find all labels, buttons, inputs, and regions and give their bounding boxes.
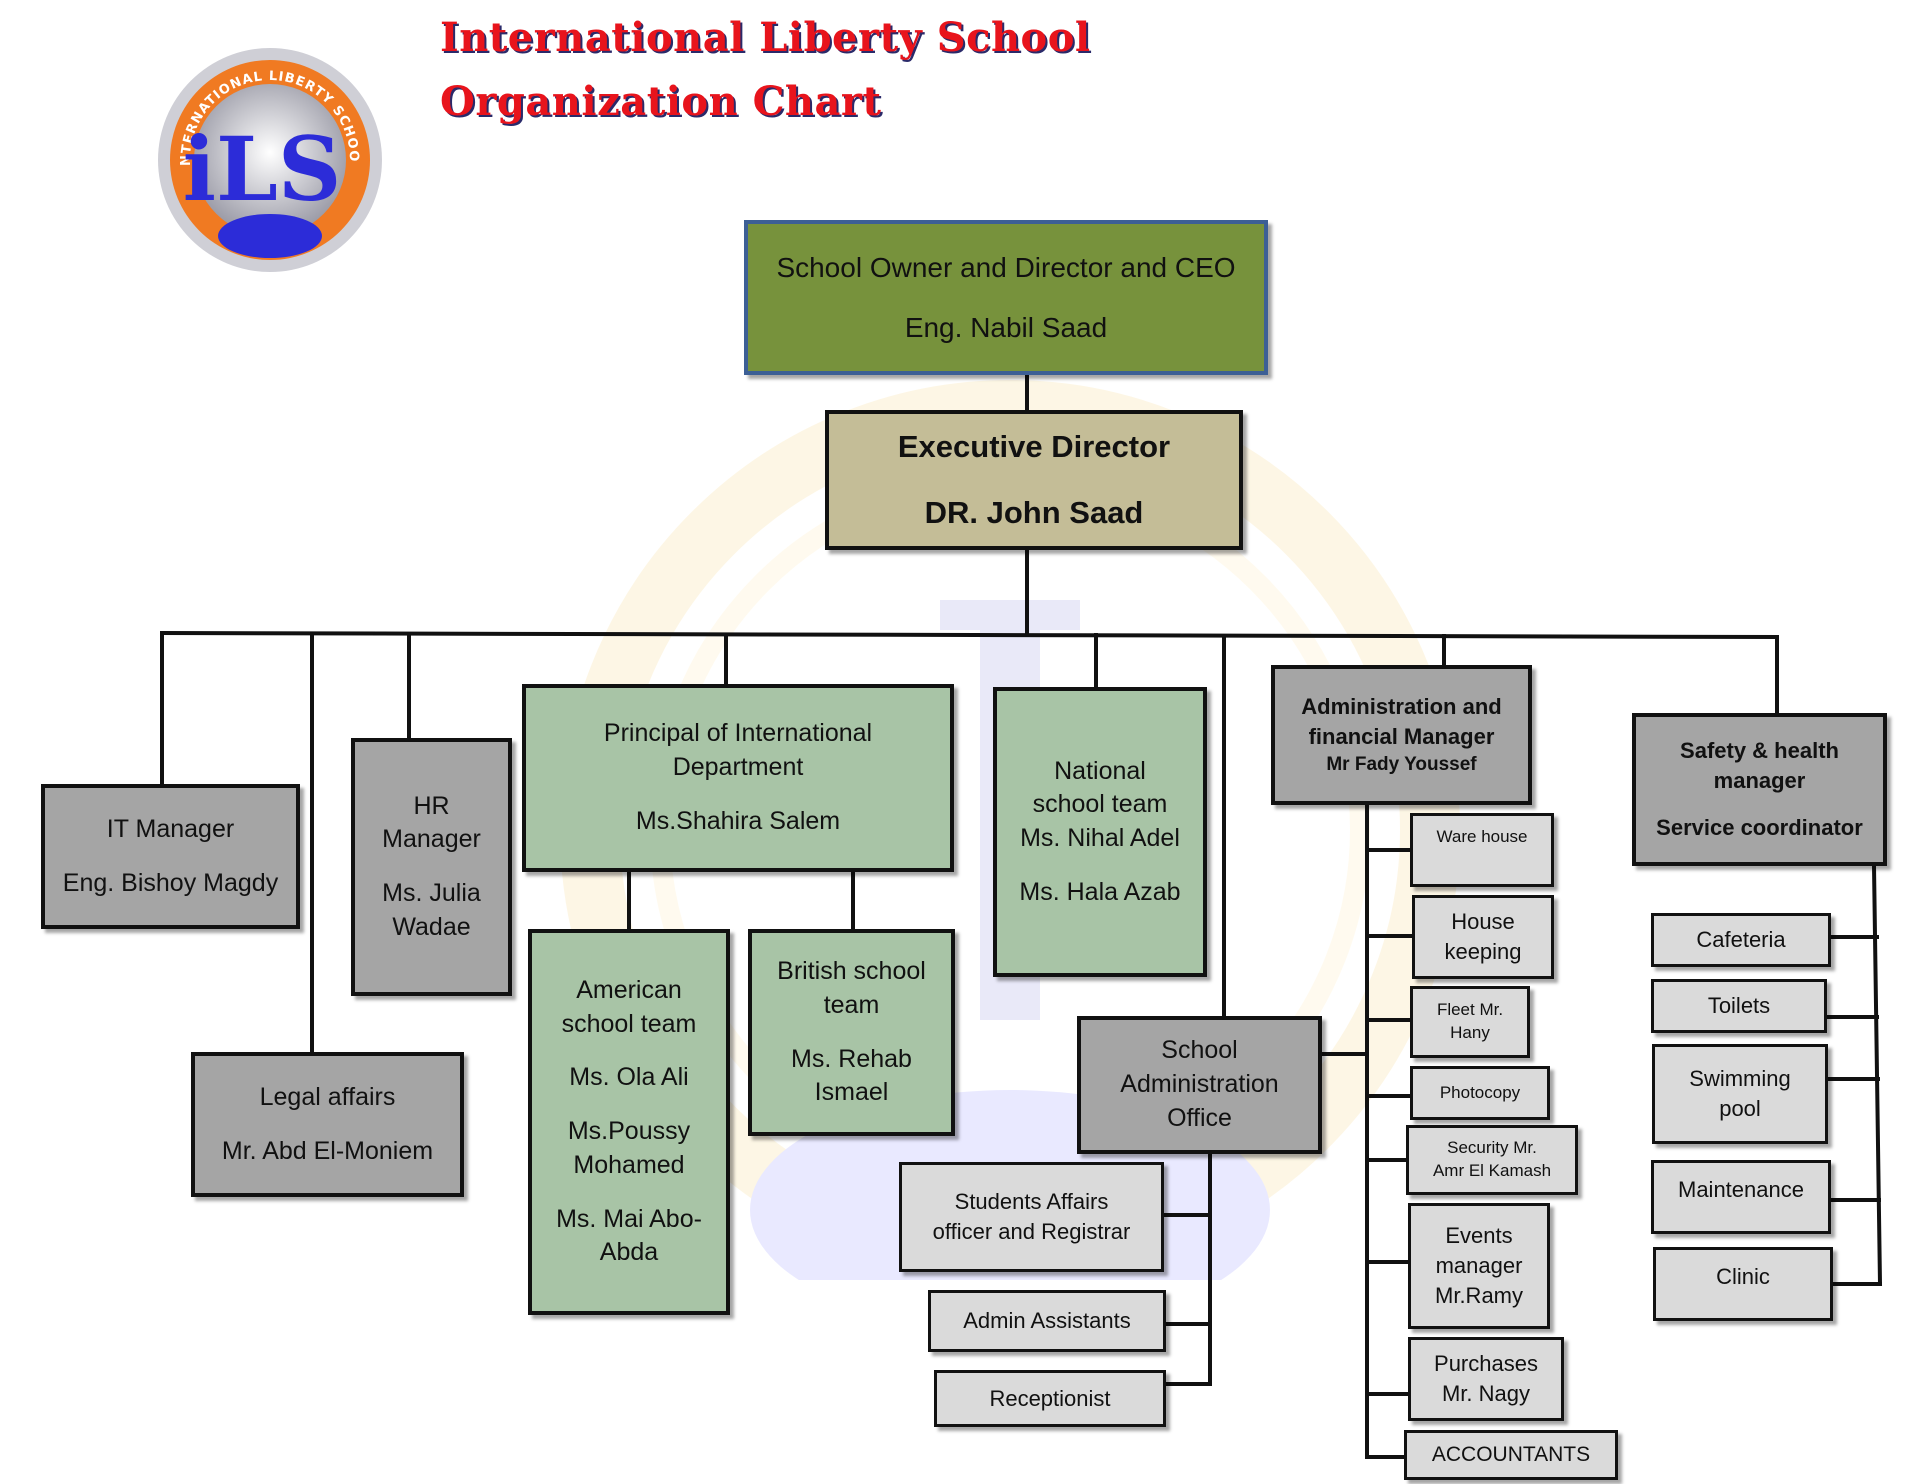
node-british-team: British school team Ms. Rehab Ismael: [748, 929, 955, 1136]
security-line1: Security Mr.: [1447, 1138, 1537, 1158]
british-name-line1: Ms. Rehab: [791, 1044, 912, 1073]
swimming-line1: Swimming: [1689, 1066, 1791, 1092]
british-role-line1: British school: [777, 957, 926, 985]
unit-clinic: Clinic: [1653, 1247, 1833, 1321]
british-name-line2: Ismael: [814, 1078, 889, 1107]
students-affairs-line1: Students Affairs: [954, 1189, 1109, 1215]
unit-admin-assistants: Admin Assistants: [928, 1290, 1166, 1352]
node-legal-affairs: Legal affairs Mr. Abd El-Moniem: [191, 1052, 464, 1197]
finance-role-line2: financial Manager: [1308, 724, 1495, 750]
it-name: Eng. Bishoy Magdy: [62, 868, 279, 897]
node-finance-manager: Administration and financial Manager Mr …: [1271, 665, 1532, 805]
national-member-2: Ms. Hala Azab: [1019, 877, 1181, 906]
hr-name-line2: Wadae: [392, 912, 471, 941]
it-role: IT Manager: [106, 814, 235, 843]
unit-toilets: Toilets: [1651, 979, 1827, 1033]
ceo-role: School Owner and Director and CEO: [776, 251, 1236, 283]
american-role-line2: school team: [561, 1009, 697, 1038]
american-member-3-line1: Ms. Mai Abo-: [556, 1204, 702, 1233]
fleet-line2: Hany: [1450, 1023, 1490, 1042]
safety-role-line3: Service coordinator: [1656, 815, 1863, 841]
unit-receptionist: Receptionist: [934, 1370, 1166, 1427]
hr-role-line2: Manager: [382, 825, 481, 854]
safety-role-line2: manager: [1713, 767, 1806, 793]
node-american-team: American school team Ms. Ola Ali Ms.Pous…: [528, 929, 730, 1315]
national-member-1: Ms. Nihal Adel: [1020, 824, 1180, 852]
admin-assistants-label: Admin Assistants: [963, 1308, 1131, 1334]
british-role-line2: team: [823, 990, 880, 1019]
school-admin-role-line2: Administration: [1120, 1070, 1279, 1099]
accountants-label: ACCOUNTANTS: [1431, 1442, 1591, 1466]
photocopy-label: Photocopy: [1439, 1082, 1521, 1102]
cafeteria-label: Cafeteria: [1696, 927, 1786, 953]
node-ceo: School Owner and Director and CEO Eng. N…: [744, 220, 1268, 375]
principal-role-line2: Department: [672, 753, 804, 782]
executive-role: Executive Director: [897, 428, 1171, 464]
node-principal: Principal of International Department Ms…: [522, 684, 954, 872]
school-admin-role-line1: School: [1161, 1036, 1238, 1065]
unit-housekeeping: House keeping: [1412, 895, 1554, 979]
clinic-label: Clinic: [1716, 1264, 1770, 1289]
purchases-line1: Purchases: [1434, 1351, 1538, 1377]
finance-name: Mr Fady Youssef: [1326, 753, 1477, 775]
logo-monogram: iLS: [183, 117, 342, 221]
school-admin-role-line3: Office: [1167, 1103, 1232, 1132]
toilets-label: Toilets: [1707, 993, 1771, 1019]
unit-accountants: ACCOUNTANTS: [1404, 1430, 1618, 1480]
unit-security: Security Mr. Amr El Kamash: [1406, 1125, 1578, 1195]
finance-role-line1: Administration and: [1301, 694, 1502, 720]
unit-maintenance: Maintenance: [1651, 1160, 1831, 1234]
national-role-line1: National: [1054, 756, 1146, 785]
american-member-2-line1: Ms.Poussy: [567, 1117, 691, 1146]
unit-photocopy: Photocopy: [1410, 1066, 1550, 1120]
unit-swimming-pool: Swimming pool: [1652, 1044, 1828, 1144]
unit-cafeteria: Cafeteria: [1651, 913, 1831, 967]
unit-students-affairs: Students Affairs officer and Registrar: [899, 1162, 1164, 1272]
unit-events-manager: Events manager Mr.Ramy: [1408, 1203, 1550, 1329]
receptionist-label: Receptionist: [989, 1385, 1111, 1411]
unit-purchases: Purchases Mr. Nagy: [1408, 1337, 1564, 1421]
events-line2: manager: [1435, 1253, 1523, 1279]
executive-name: DR. John Saad: [924, 495, 1144, 531]
chart-title: International Liberty School: [440, 14, 1091, 61]
node-national-team: National school team Ms. Nihal Adel Ms. …: [993, 687, 1207, 977]
school-logo: INTERNATIONAL LIBERTY SCHOOL iLS: [150, 40, 382, 272]
ceo-name: Eng. Nabil Saad: [904, 311, 1108, 343]
students-affairs-line2: officer and Registrar: [932, 1219, 1131, 1244]
unit-fleet: Fleet Mr. Hany: [1410, 986, 1530, 1058]
legal-role: Legal affairs: [259, 1082, 396, 1111]
node-school-administration: School Administration Office: [1077, 1016, 1322, 1154]
fleet-line1: Fleet Mr.: [1436, 1000, 1504, 1020]
housekeeping-line1: House: [1451, 909, 1515, 935]
events-line3: Mr.Ramy: [1435, 1282, 1523, 1308]
american-member-1: Ms. Ola Ali: [569, 1063, 689, 1092]
events-line1: Events: [1445, 1223, 1513, 1249]
legal-name: Mr. Abd El-Moniem: [221, 1136, 434, 1165]
hr-name-line1: Ms. Julia: [382, 879, 481, 907]
housekeeping-line2: keeping: [1444, 939, 1522, 964]
maintenance-label: Maintenance: [1678, 1177, 1804, 1202]
node-safety-manager: Safety & health manager Service coordina…: [1632, 713, 1887, 866]
warehouse-label: Ware house: [1436, 827, 1528, 846]
swimming-line2: pool: [1719, 1096, 1761, 1121]
american-member-2-line2: Mohamed: [573, 1150, 685, 1179]
purchases-line2: Mr. Nagy: [1441, 1381, 1531, 1406]
american-member-3-line2: Abda: [599, 1238, 659, 1267]
principal-name: Ms.Shahira Salem: [635, 806, 841, 835]
american-role-line1: American: [576, 975, 682, 1004]
unit-warehouse: Ware house: [1410, 813, 1554, 887]
security-line2: Amr El Kamash: [1432, 1161, 1552, 1180]
hr-role-line1: HR: [413, 791, 450, 820]
node-executive-director: Executive Director DR. John Saad: [825, 410, 1243, 550]
safety-role-line1: Safety & health: [1680, 738, 1839, 764]
national-role-line2: school team: [1032, 790, 1168, 819]
node-it-manager: IT Manager Eng. Bishoy Magdy: [41, 784, 300, 929]
chart-subtitle: Organization Chart: [440, 78, 882, 125]
node-hr-manager: HR Manager Ms. Julia Wadae: [351, 738, 512, 996]
principal-role-line1: Principal of International: [603, 719, 873, 748]
